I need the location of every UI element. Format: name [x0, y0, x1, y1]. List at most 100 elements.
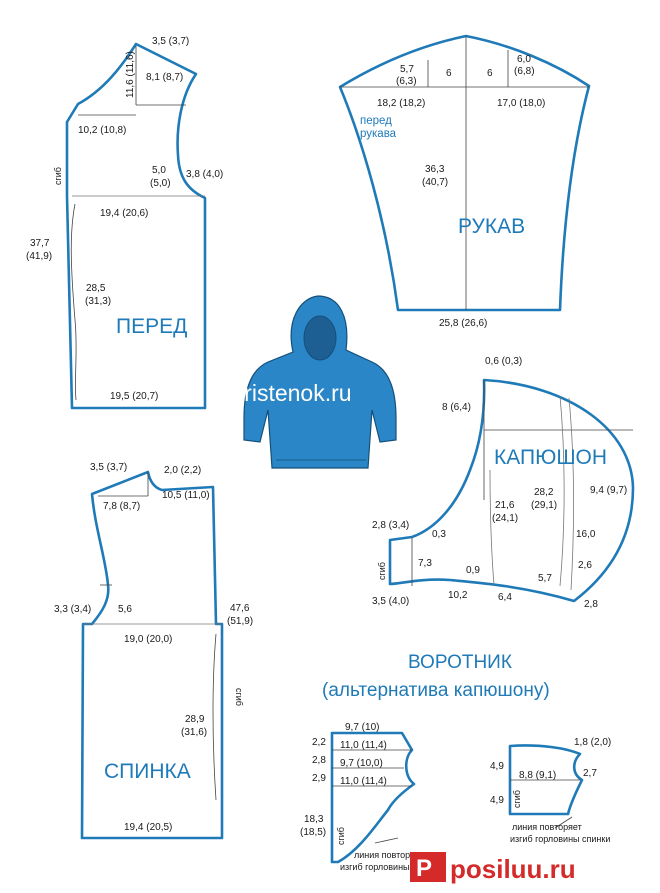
hood-height-2b: (29,1): [531, 500, 557, 511]
back-length-b: (51,9): [227, 616, 253, 627]
front-armhole-a: 5,0: [152, 165, 166, 176]
collar-b-step2: 4,9: [490, 795, 504, 806]
front-hem: 19,5 (20,7): [110, 391, 158, 402]
collar-a-row3: 11,0 (11,4): [340, 776, 387, 787]
collar-b-step1: 4,9: [490, 761, 504, 772]
hood-outline: [388, 378, 635, 603]
front-armhole-c: 3,8 (4,0): [186, 169, 223, 180]
hood-piece: 0,6 (0,3) 8 (6,4) КАПЮШОН 9,4 (9,7) 28,2…: [372, 356, 635, 610]
front-length-b: (41,9): [26, 251, 52, 262]
collar-a-fold-label: сгиб: [336, 827, 346, 845]
hood-height-3: 16,0: [576, 529, 596, 540]
collar-b-note-2: изгиб горловины спинки: [510, 834, 610, 844]
front-shoulder-height: 11,6 (11,6): [125, 51, 136, 98]
back-title: СПИНКА: [104, 760, 191, 783]
sleeve-cap-right-b: (6,8): [514, 66, 535, 77]
back-shoulder: 7,8 (8,7): [103, 501, 140, 512]
hood-fold-label: сгиб: [377, 562, 387, 580]
collar-title: ВОРОТНИК: [408, 652, 512, 673]
sleeve-cap-right-6: 6: [487, 68, 493, 79]
back-body-a: 28,9: [185, 714, 205, 725]
hood-measure-b: 0,3: [432, 529, 446, 540]
back-piece: 3,5 (3,7) 2,0 (2,2) 7,8 (8,7) 10,5 (11,0…: [54, 462, 253, 840]
back-chest: 19,0 (20,0): [124, 634, 172, 645]
collar-a-note-1: линия повторяет: [354, 850, 424, 860]
front-body-a: 28,5: [86, 283, 106, 294]
hoodie-body: [243, 295, 397, 469]
front-piece: 3,5 (3,7) 11,6 (11,6) 8,1 (8,7) 10,2 (10…: [26, 36, 223, 410]
collar-a-outline: [330, 731, 416, 864]
back-hem: 19,4 (20,5): [124, 822, 172, 833]
collar-a-step1: 2,2: [312, 737, 326, 748]
sleeve-cap-left-a: 5,7: [400, 64, 414, 75]
collar-b-note-1: линия повторяет: [512, 822, 582, 832]
hood-measure-a: 2,8 (3,4): [372, 520, 409, 531]
front-outline: [65, 42, 207, 410]
hoodie-face-opening: [303, 315, 337, 361]
hood-bottom-right: 9,4 (9,7): [590, 485, 627, 496]
hood-measure-g: 3,5 (4,0): [372, 596, 409, 607]
collar-subtitle: (альтернатива капюшону): [322, 680, 550, 701]
back-outline: [80, 470, 224, 840]
front-title: ПЕРЕД: [116, 315, 187, 338]
hood-measure-c: 7,3: [418, 558, 432, 569]
hood-measure-f: 2,6: [578, 560, 592, 571]
front-armhole-b: (5,0): [150, 178, 171, 189]
collar-a-row1: 11,0 (11,4): [340, 740, 387, 751]
hood-height-2a: 28,2: [534, 487, 554, 498]
sleeve-width-right: 17,0 (18,0): [497, 98, 545, 109]
collar-a-step3: 2,9: [312, 773, 326, 784]
sleeve-width-left: 18,2 (18,2): [377, 98, 425, 109]
front-shoulder-width: 8,1 (8,7): [146, 72, 183, 83]
back-body-b: (31,6): [181, 727, 207, 738]
back-armhole-a: 3,3 (3,4): [54, 604, 91, 615]
sleeve-length-a: 36,3: [425, 164, 445, 175]
hood-measure-i: 6,4: [498, 592, 512, 603]
front-shoulder-top: 3,5 (3,7): [152, 36, 189, 47]
sleeve-title: РУКАВ: [458, 215, 525, 238]
svg-text:P: P: [416, 855, 432, 882]
collar-a-note-2: изгиб горловины переда: [340, 862, 442, 872]
sleeve-cuff: 25,8 (26,6): [439, 318, 487, 329]
hood-height-1b: (24,1): [492, 513, 518, 524]
site-logo: turistenok.ru: [225, 380, 352, 406]
collar-b-outline: [508, 744, 584, 816]
collar-section: ВОРОТНИК (альтернатива капюшону) 9,7 (10…: [300, 652, 611, 872]
sleeve-cap-right-a: 6,0: [517, 54, 531, 65]
collar-b-top: 1,8 (2,0): [574, 737, 611, 748]
sleeve-piece: 5,7 (6,3) 6 6 6,0 (6,8) 18,2 (18,2) 17,0…: [338, 34, 591, 329]
hood-height-1a: 21,6: [495, 500, 515, 511]
hood-left-measure: 8 (6,4): [442, 402, 471, 413]
back-top-left: 3,5 (3,7): [90, 462, 127, 473]
sleeve-cap-left-b: (6,3): [396, 76, 417, 87]
hood-measure-h: 10,2: [448, 590, 468, 601]
hood-measure-d: 0,9: [466, 565, 480, 576]
watermark-text: posiluu.ru: [450, 854, 576, 884]
sleeve-length-b: (40,7): [422, 177, 448, 188]
front-length-a: 37,7: [30, 238, 50, 249]
watermark: P posiluu.ru: [410, 852, 576, 884]
sleeve-cap-left-6: 6: [446, 68, 452, 79]
collar-a-width: 9,7 (10): [345, 722, 379, 733]
collar-a-row2: 9,7 (10,0): [340, 758, 383, 769]
collar-a-height-b: (18,5): [300, 827, 326, 838]
hood-title: КАПЮШОН: [494, 446, 607, 469]
hood-top-measure: 0,6 (0,3): [485, 356, 522, 367]
collar-b-right: 2,7: [583, 768, 597, 779]
back-top-right: 2,0 (2,2): [164, 465, 201, 476]
sleeve-front-label-a: перед: [360, 115, 392, 127]
collar-a-step2: 2,8: [312, 755, 326, 766]
front-body-b: (31,3): [85, 296, 111, 307]
collar-b-fold-label: сгиб: [512, 790, 522, 808]
collar-a-height-a: 18,3: [304, 814, 324, 825]
sleeve-outline: [338, 34, 591, 312]
front-neck-width: 10,2 (10,8): [78, 125, 126, 136]
collar-b-width: 8,8 (9,1): [519, 770, 556, 781]
watermark-logo-block: [410, 852, 446, 882]
back-fold-label: сгиб: [234, 688, 244, 706]
front-fold-label: сгиб: [53, 167, 63, 185]
back-length-a: 47,6: [230, 603, 250, 614]
back-neck: 10,5 (11,0): [162, 490, 210, 501]
